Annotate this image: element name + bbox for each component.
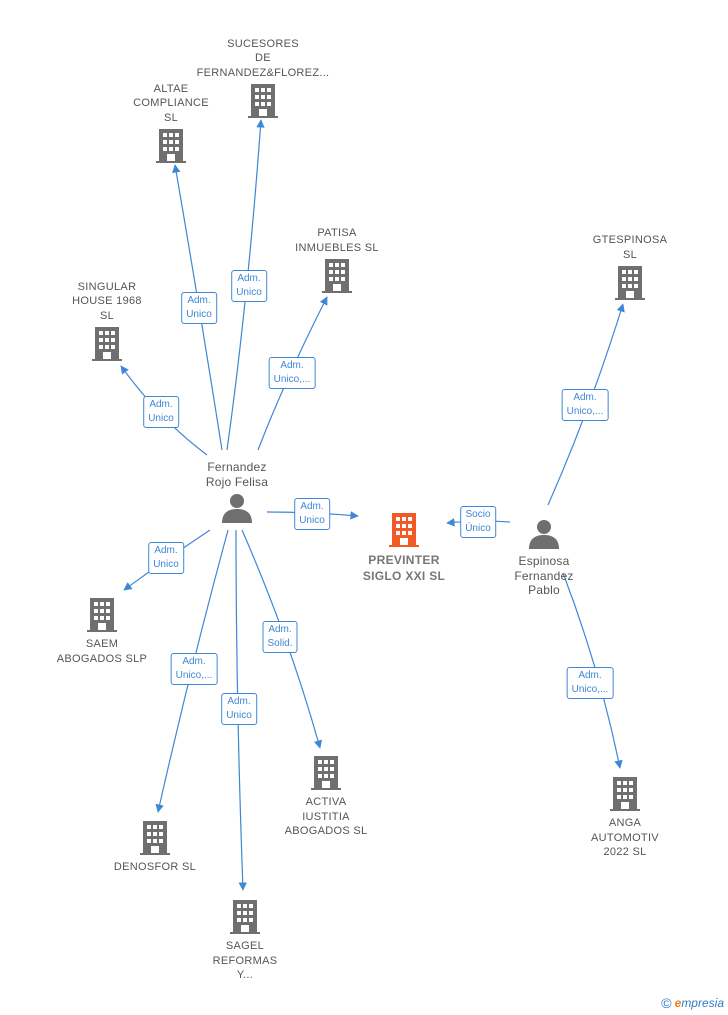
building-icon-anga[interactable] [610, 777, 640, 811]
edge-label-line: Unico [153, 559, 179, 570]
copyright-icon: © [661, 995, 672, 1011]
node-anga[interactable]: ANGA AUTOMOTIV 2022 SL [550, 816, 700, 860]
person-icon-espinosa[interactable] [529, 520, 559, 549]
edge-label-line: Unico,... [175, 670, 213, 681]
edge-label-fernandez-to-altae[interactable]: Adm. Unico [181, 292, 217, 324]
node-label: PATISA INMUEBLES SL [295, 227, 379, 254]
node-denosfor[interactable]: DENOSFOR SL [80, 860, 230, 875]
edge-label-line: Solid. [267, 638, 293, 649]
node-label: SAGEL REFORMAS Y... [212, 940, 278, 981]
edge-label-fernandez-to-patisa[interactable]: Adm. Unico,... [268, 357, 316, 389]
node-label: SAEM ABOGADOS SLP [56, 638, 148, 665]
edge-label-line: Adm. [280, 360, 304, 371]
node-label: Espinosa Fernandez Pablo [514, 554, 574, 597]
edge-label-line: Adm. [182, 656, 206, 667]
node-previnter[interactable]: PREVINTER SIGLO XXI SL [329, 552, 479, 584]
node-label: SUCESORES DE FERNANDEZ&FLOREZ... [196, 37, 330, 79]
node-activa[interactable]: ACTIVA IUSTITIA ABOGADOS SL [251, 795, 401, 839]
node-saem[interactable]: SAEM ABOGADOS SLP [27, 637, 177, 666]
building-icon-previnter[interactable] [389, 513, 419, 547]
node-label: ACTIVA IUSTITIA ABOGADOS SL [284, 796, 368, 837]
edge-label-line: Único [465, 523, 491, 534]
building-icon-activa[interactable] [311, 756, 341, 790]
edge-label-fernandez-to-denosfor[interactable]: Adm. Unico,... [170, 653, 218, 685]
edge-label-fernandez-to-sucesores[interactable]: Adm. Unico [231, 270, 267, 302]
node-label: ANGA AUTOMOTIV 2022 SL [591, 817, 659, 858]
edge-label-line: Adm. [227, 696, 251, 707]
node-label: Fernandez Rojo Felisa [205, 460, 269, 489]
empresia-watermark: © empresia [661, 995, 724, 1011]
edge-label-fernandez-to-activa[interactable]: Adm. Solid. [262, 621, 298, 653]
edge-label-line: Adm. [573, 392, 597, 403]
node-singular[interactable]: SINGULAR HOUSE 1968 SL [32, 280, 182, 324]
edge-label-line: Adm. [578, 670, 602, 681]
edge-label-fernandez-to-previnter[interactable]: Adm. Unico [294, 498, 330, 530]
edge-label-line: Adm. [268, 624, 292, 635]
building-icon-sagel[interactable] [230, 900, 260, 934]
node-label: GTESPINOSA SL [592, 234, 668, 261]
edge-label-line: Unico,... [566, 406, 604, 417]
node-espinosa[interactable]: Espinosa Fernandez Pablo [469, 554, 619, 598]
building-icon-sucesores[interactable] [248, 84, 278, 118]
node-sucesores[interactable]: SUCESORES DE FERNANDEZ&FLOREZ... [188, 37, 338, 81]
edge-label-line: Unico [186, 309, 212, 320]
node-sagel[interactable]: SAGEL REFORMAS Y... [170, 939, 320, 983]
building-icon-altae[interactable] [156, 129, 186, 163]
building-icon-gtespinosa[interactable] [615, 266, 645, 300]
edge-label-line: Unico [226, 710, 252, 721]
edge-label-line: Unico [299, 515, 325, 526]
edge-label-fernandez-to-singular[interactable]: Adm. Unico [143, 396, 179, 428]
edge-label-line: Adm. [187, 295, 211, 306]
edge-label-line: Adm. [154, 545, 178, 556]
edge-label-line: Unico,... [273, 374, 311, 385]
building-icon-saem[interactable] [87, 598, 117, 632]
person-icon-fernandez[interactable] [222, 494, 252, 523]
node-patisa[interactable]: PATISA INMUEBLES SL [262, 226, 412, 255]
node-label: DENOSFOR SL [113, 861, 197, 873]
building-icon-patisa[interactable] [322, 259, 352, 293]
node-gtespinosa[interactable]: GTESPINOSA SL [555, 233, 705, 262]
edge-label-fernandez-to-saem[interactable]: Adm. Unico [148, 542, 184, 574]
edge-label-espinosa-to-gtespinosa[interactable]: Adm. Unico,... [561, 389, 609, 421]
building-icon-singular[interactable] [92, 327, 122, 361]
edge-label-line: Adm. [300, 501, 324, 512]
node-fernandez[interactable]: Fernandez Rojo Felisa [162, 460, 312, 489]
edge-label-line: Socio [465, 509, 491, 520]
node-label: SINGULAR HOUSE 1968 SL [72, 280, 142, 322]
edge-label-espinosa-to-anga[interactable]: Adm. Unico,... [566, 667, 614, 699]
node-label: ALTAE COMPLIANCE SL [133, 82, 209, 124]
edge-label-line: Unico,... [571, 684, 609, 695]
edge-label-line: Adm. [237, 273, 261, 284]
node-altae[interactable]: ALTAE COMPLIANCE SL [96, 82, 246, 126]
node-label: PREVINTER SIGLO XXI SL [362, 553, 446, 583]
edge-label-line: Unico [148, 413, 174, 424]
edge-label-line: Adm. [149, 399, 173, 410]
building-icon-denosfor[interactable] [140, 821, 170, 855]
edge-label-line: Unico [236, 287, 262, 298]
edge-label-fernandez-to-sagel[interactable]: Adm. Unico [221, 693, 257, 725]
